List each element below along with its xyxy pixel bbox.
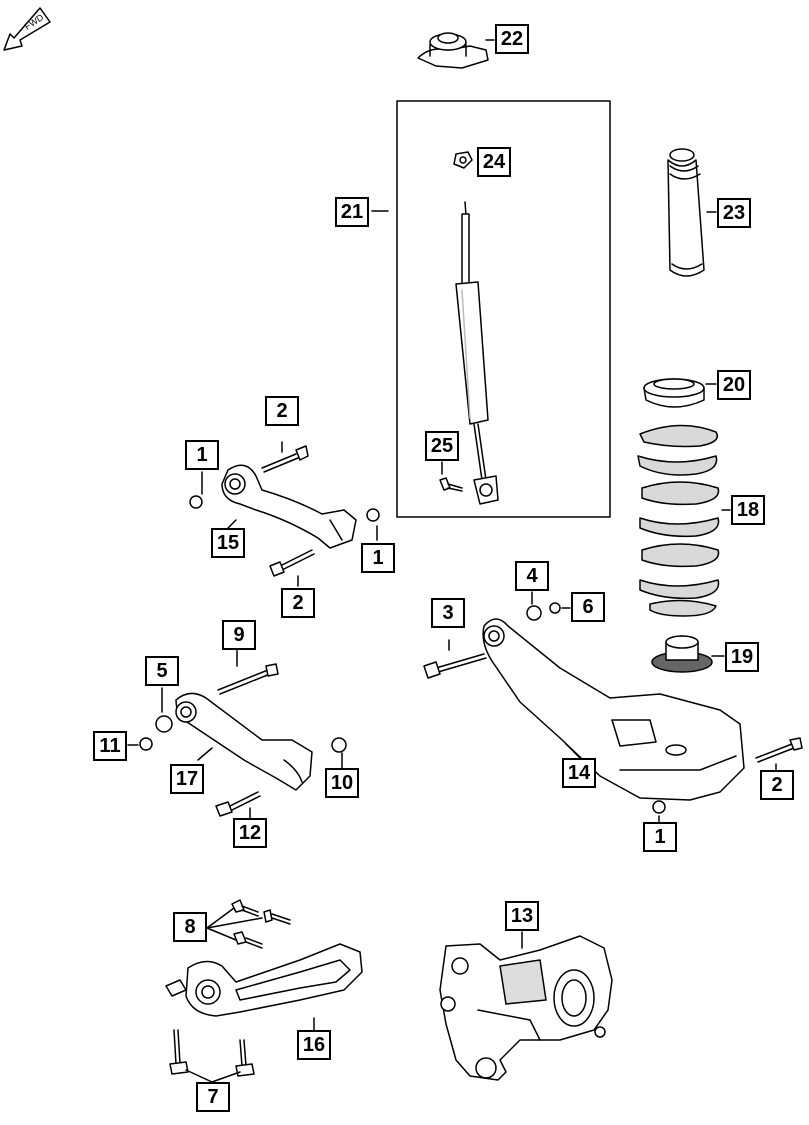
callout-11[interactable]: 11	[93, 731, 127, 761]
upper-arm-nut-left-part	[189, 495, 203, 509]
knuckle-part	[439, 935, 613, 1081]
lower-arm-bolt-2-part	[755, 737, 803, 763]
callout-10[interactable]: 10	[325, 768, 359, 798]
callout-23[interactable]: 23	[717, 198, 751, 228]
callout-15-label: 15	[216, 531, 240, 554]
callout-19-label: 19	[730, 645, 754, 668]
callout-8-label: 8	[184, 915, 196, 938]
lower-isolator-part	[651, 635, 713, 673]
callout-8[interactable]: 8	[173, 912, 207, 942]
bolts-8-part	[231, 899, 291, 949]
callout-3-label: 3	[442, 601, 454, 624]
callout-9-label: 9	[233, 623, 245, 646]
dust-boot-part	[667, 148, 705, 277]
nut-1-lower-part	[652, 800, 666, 814]
callout-7[interactable]: 7	[196, 1082, 230, 1112]
studs-7-part	[169, 1029, 255, 1077]
callout-16[interactable]: 16	[297, 1030, 331, 1060]
shock-absorber-part	[455, 201, 499, 505]
spring-isolator-part	[643, 378, 705, 408]
upper-arm-nut-right-part	[366, 508, 380, 522]
callout-1-lower-label: 1	[654, 825, 666, 848]
callout-3[interactable]: 3	[431, 598, 465, 628]
lower-link-part	[165, 943, 363, 1017]
lower-arm-bolt-3-part	[423, 653, 487, 679]
callout-6[interactable]: 6	[571, 592, 605, 622]
callout-2-right-label: 2	[771, 773, 783, 796]
callout-1-lower[interactable]: 1	[643, 822, 677, 852]
toe-link-part	[175, 692, 313, 791]
callout-10-label: 10	[330, 771, 354, 794]
callout-18-label: 18	[736, 498, 760, 521]
callout-12-label: 12	[238, 821, 262, 844]
callout-24-label: 24	[482, 150, 506, 173]
toe-link-bolt-9-part	[217, 663, 279, 695]
coil-spring-part	[637, 424, 720, 617]
upper-arm-bolt-bottom-part	[269, 549, 315, 577]
callout-19[interactable]: 19	[725, 642, 759, 672]
callout-17[interactable]: 17	[170, 764, 204, 794]
callout-20-label: 20	[722, 373, 746, 396]
callout-2-top[interactable]: 2	[265, 396, 299, 426]
callout-23-label: 23	[722, 201, 746, 224]
callout-5[interactable]: 5	[145, 656, 179, 686]
eccentric-washer-part	[155, 715, 173, 733]
callout-15[interactable]: 15	[211, 528, 245, 558]
callout-2-middle-label: 2	[292, 591, 304, 614]
fwd-arrow-icon: FWD	[3, 7, 51, 51]
nut-6-part	[549, 602, 561, 614]
nut-10-part	[331, 737, 347, 753]
callout-5-label: 5	[156, 659, 168, 682]
shock-nut-part	[453, 151, 473, 169]
callout-22-label: 22	[500, 27, 524, 50]
callout-21[interactable]: 21	[335, 197, 369, 227]
nut-11-part	[139, 737, 153, 751]
callout-13[interactable]: 13	[505, 901, 539, 931]
callout-1-upper-right-label: 1	[372, 546, 384, 569]
callout-25[interactable]: 25	[425, 431, 459, 461]
callout-4-label: 4	[526, 564, 538, 587]
lower-control-arm-part	[482, 618, 745, 801]
callout-22[interactable]: 22	[495, 24, 529, 54]
callout-13-label: 13	[510, 904, 534, 927]
callout-11-label: 11	[99, 734, 121, 757]
shock-bolt-part	[439, 477, 463, 492]
upper-control-arm-part	[221, 464, 357, 549]
callout-7-label: 7	[207, 1085, 219, 1108]
callout-2-right[interactable]: 2	[760, 770, 794, 800]
callout-20[interactable]: 20	[717, 370, 751, 400]
callout-17-label: 17	[175, 767, 199, 790]
callout-1-upper-left-label: 1	[196, 443, 208, 466]
toe-link-bolt-12-part	[215, 791, 261, 817]
callout-18[interactable]: 18	[731, 495, 765, 525]
callout-12[interactable]: 12	[233, 818, 267, 848]
callout-14[interactable]: 14	[562, 758, 596, 788]
callout-21-label: 21	[340, 200, 364, 223]
washer-4-part	[526, 605, 542, 621]
upper-mount-part	[417, 32, 489, 69]
callout-1-upper-right[interactable]: 1	[361, 543, 395, 573]
callout-9[interactable]: 9	[222, 620, 256, 650]
callout-2-top-label: 2	[276, 399, 288, 422]
callout-24[interactable]: 24	[477, 147, 511, 177]
callout-1-upper-left[interactable]: 1	[185, 440, 219, 470]
shock-assembly-box	[396, 100, 611, 518]
callout-25-label: 25	[430, 434, 454, 457]
callout-16-label: 16	[302, 1033, 326, 1056]
callout-4[interactable]: 4	[515, 561, 549, 591]
callout-14-label: 14	[567, 761, 591, 784]
callout-2-middle[interactable]: 2	[281, 588, 315, 618]
upper-arm-bolt-top-part	[261, 445, 309, 473]
callout-6-label: 6	[582, 595, 594, 618]
